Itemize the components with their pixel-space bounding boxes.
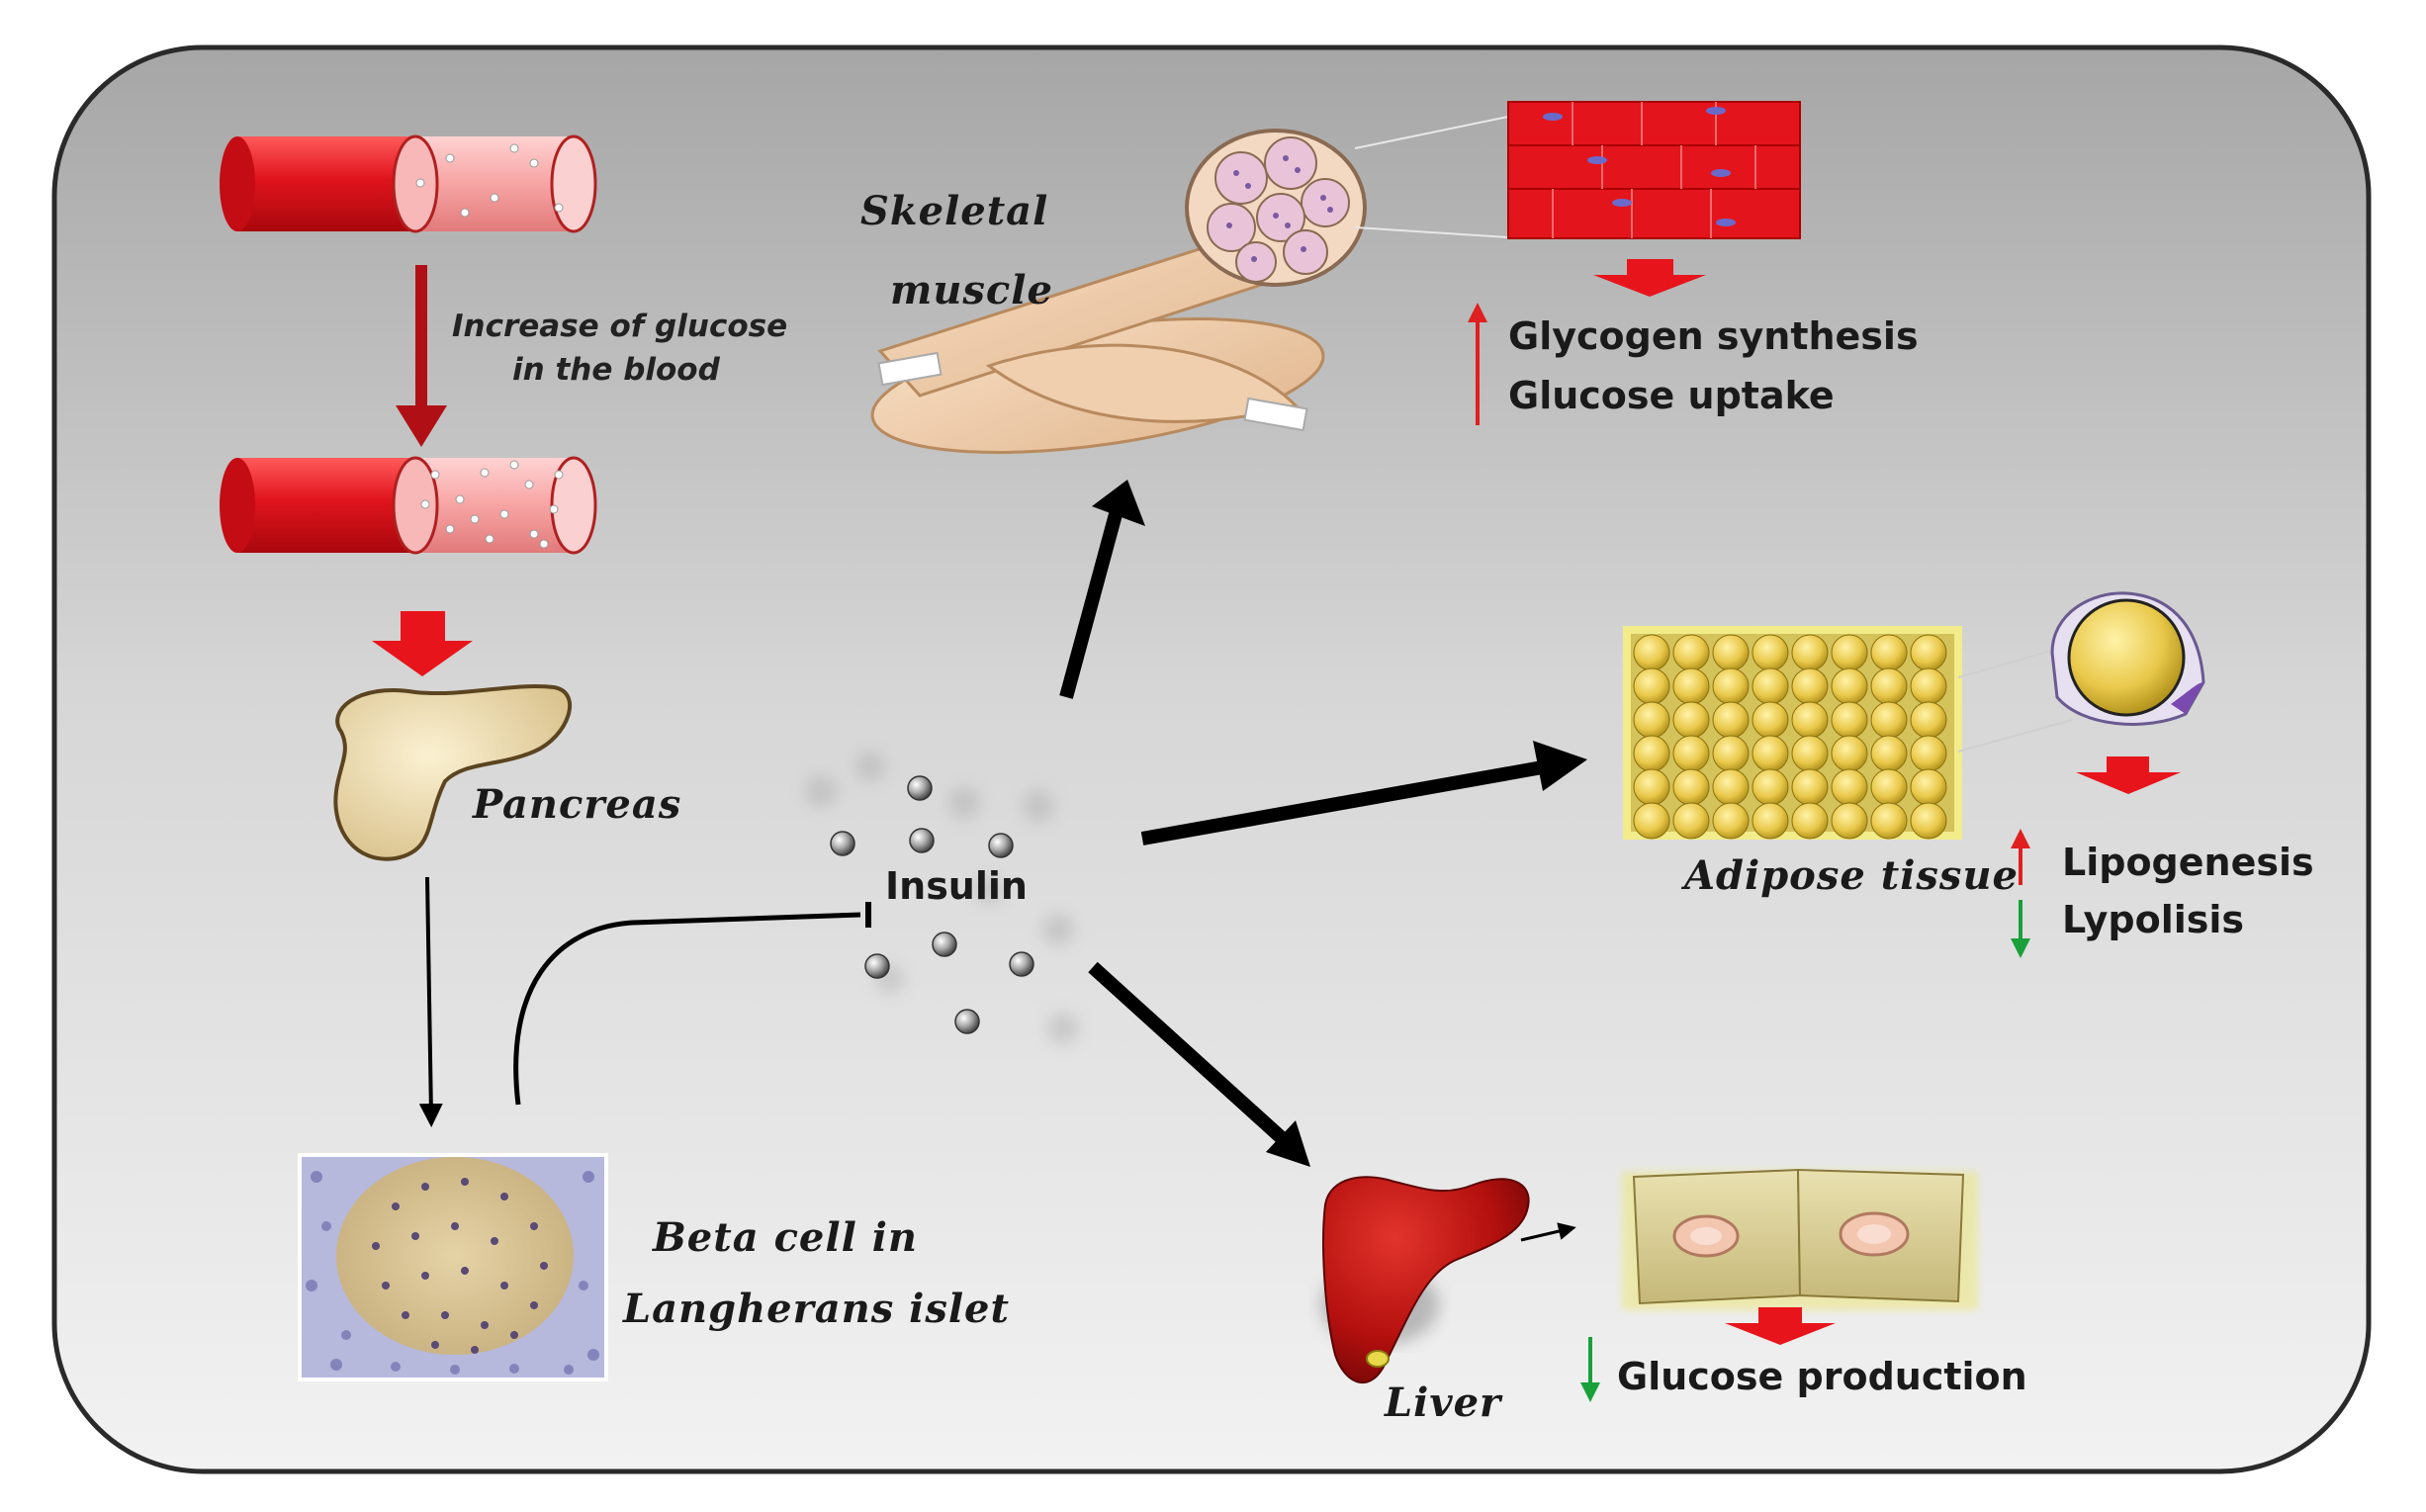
fat-cell xyxy=(1831,735,1868,772)
fat-cell xyxy=(1712,802,1750,840)
fat-cell xyxy=(1831,667,1868,705)
fat-cell xyxy=(1791,701,1829,739)
fat-cell xyxy=(1870,802,1908,840)
fat-cell xyxy=(1910,667,1947,705)
fat-cell xyxy=(1831,802,1868,840)
fat-cell xyxy=(1672,634,1710,671)
fat-cell xyxy=(1791,667,1829,705)
fat-cell xyxy=(1831,634,1868,671)
fat-cell xyxy=(1791,735,1829,772)
fat-cell xyxy=(1870,634,1908,671)
fat-cell xyxy=(1752,768,1789,806)
adipose-tissue-illustration xyxy=(1623,626,1962,840)
beta-cell-label-line2: Langherans islet xyxy=(623,1286,1010,1332)
fat-cell xyxy=(1712,768,1750,806)
effect-lipogenesis: Lipogenesis xyxy=(2062,841,2314,884)
arrow-insulin-to-muscle xyxy=(1059,512,1123,699)
fat-cell xyxy=(1752,701,1789,739)
arrow-insulin-to-adipose xyxy=(1140,759,1550,845)
fat-cell xyxy=(1672,701,1710,739)
effect-glucose-uptake: Glucose uptake xyxy=(1508,374,1835,417)
blood-vessel-normal xyxy=(220,134,597,233)
fat-cell xyxy=(1712,634,1750,671)
fat-cell xyxy=(1870,735,1908,772)
fat-cell xyxy=(1752,667,1789,705)
fat-cell xyxy=(1712,735,1750,772)
blood-vessel-high-glucose xyxy=(220,456,597,555)
arrow-beta-cell-to-insulin xyxy=(513,912,861,1106)
beta-cell-label-line1: Beta cell in xyxy=(653,1214,918,1261)
beta-cell-islet-image xyxy=(298,1153,608,1381)
skeletal-muscle-label-line2: muscle xyxy=(890,267,1053,313)
fat-cell xyxy=(1910,701,1947,739)
skeletal-muscle-illustration xyxy=(870,116,1509,454)
fat-cell xyxy=(1752,735,1789,772)
fat-cell xyxy=(1831,768,1868,806)
skeletal-muscle-label-line1: Skeletal xyxy=(860,188,1049,234)
fat-cell xyxy=(1870,667,1908,705)
fat-cell xyxy=(1791,802,1829,840)
muscle-increase-arrow xyxy=(1468,303,1487,425)
liver-illustration xyxy=(1320,1176,1530,1384)
adipocyte-illustration xyxy=(2050,591,2205,726)
pancreas-illustration xyxy=(333,683,573,861)
fat-cell xyxy=(1752,802,1789,840)
fat-cell xyxy=(1672,667,1710,705)
glucose-increase-arrow xyxy=(396,265,447,447)
arrow-liver-to-hepatocytes xyxy=(1520,1222,1576,1242)
background-panel xyxy=(51,44,2372,1474)
fat-cell xyxy=(1791,634,1829,671)
fat-cell xyxy=(1752,634,1789,671)
adipose-tissue-label: Adipose tissue xyxy=(1684,852,2019,899)
fat-cell xyxy=(1672,802,1710,840)
fat-cell xyxy=(1712,701,1750,739)
fat-cell xyxy=(1831,701,1868,739)
adipose-result-arrow xyxy=(2076,756,2181,794)
hepatocytes-illustration xyxy=(1622,1168,1978,1310)
fat-cell xyxy=(1633,802,1670,840)
muscle-result-arrow xyxy=(1593,259,1706,297)
fat-cell xyxy=(1633,735,1670,772)
fat-cell xyxy=(1712,667,1750,705)
fat-cell xyxy=(1870,768,1908,806)
fat-cell xyxy=(1633,768,1670,806)
arrow-insulin-to-liver xyxy=(1088,961,1286,1143)
fat-cell xyxy=(1870,701,1908,739)
glucose-production-decrease-arrow xyxy=(1580,1337,1600,1402)
arrow-pancreas-to-beta-cell xyxy=(418,876,443,1127)
flow-arrow-to-pancreas xyxy=(372,611,473,676)
fat-cell xyxy=(1633,634,1670,671)
effect-glycogen-synthesis: Glycogen synthesis xyxy=(1508,314,1919,358)
effect-glucose-production: Glucose production xyxy=(1617,1355,2027,1398)
fat-cell xyxy=(1633,667,1670,705)
insulin-label: Insulin xyxy=(885,864,1028,908)
fat-cell xyxy=(1910,768,1947,806)
liver-label: Liver xyxy=(1385,1379,1502,1426)
fat-cell xyxy=(1910,735,1947,772)
glucose-increase-label-line1: Increase of glucose xyxy=(452,309,788,344)
effect-lypolisis: Lypolisis xyxy=(2062,898,2245,941)
fat-cell xyxy=(1672,768,1710,806)
fat-cell xyxy=(1910,634,1947,671)
glucose-increase-label-line2: in the blood xyxy=(512,352,720,388)
liver-result-arrow xyxy=(1725,1307,1836,1345)
pancreas-label: Pancreas xyxy=(473,781,682,828)
fat-cell xyxy=(1791,768,1829,806)
muscle-fibers-illustration xyxy=(1507,101,1801,239)
fat-cell xyxy=(1633,701,1670,739)
lipolysis-decrease-arrow xyxy=(2011,900,2030,958)
fat-cell xyxy=(1910,802,1947,840)
fat-cell xyxy=(1672,735,1710,772)
insulin-molecules xyxy=(805,752,1079,1044)
lipogenesis-increase-arrow xyxy=(2011,829,2030,885)
